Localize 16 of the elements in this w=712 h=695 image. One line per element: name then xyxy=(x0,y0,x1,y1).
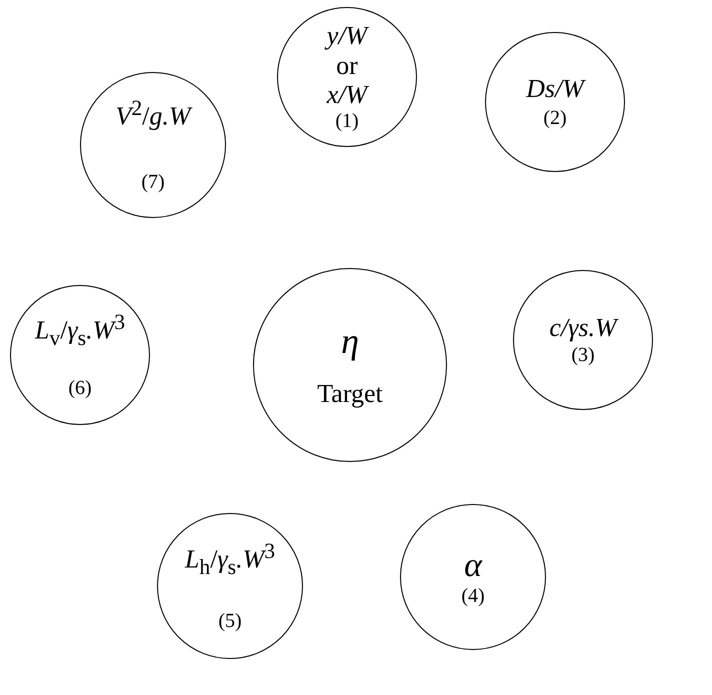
formula-text: L$_{h}$/γ$_{s}$.W$^{3}$ xyxy=(184,539,276,580)
node-label: (4) xyxy=(461,585,485,608)
node-label: (5) xyxy=(218,610,242,633)
node-label: (2) xyxy=(543,107,567,130)
node-label: (7) xyxy=(141,171,165,194)
formula-text: α xyxy=(464,546,482,586)
formula-text: y/W or x/W xyxy=(324,20,370,110)
node-label: (6) xyxy=(68,376,92,400)
formula-text: c/γs.W xyxy=(549,312,617,342)
node-label: Target xyxy=(317,378,383,409)
formula-text: V$^{2}$/g.W xyxy=(115,96,191,132)
node-label: (1) xyxy=(335,110,359,134)
formula-text: Ds/W xyxy=(526,74,584,104)
formula-text: η xyxy=(341,321,359,363)
formula-text: L$_{v}$/γ$_{s}$.W$^{3}$ xyxy=(34,310,126,351)
node-label: (3) xyxy=(571,344,595,368)
